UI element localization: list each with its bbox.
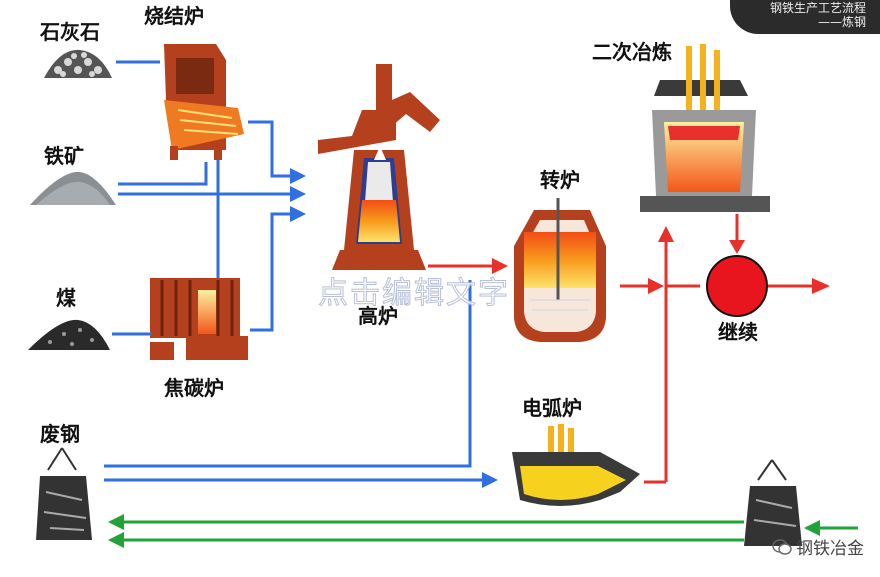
electric-arc-furnace xyxy=(512,424,640,506)
sinter-furnace xyxy=(164,44,244,160)
label-limestone: 石灰石 xyxy=(40,20,100,44)
limestone-pile xyxy=(44,49,112,78)
continuous-casting-node xyxy=(706,255,768,317)
blue-arrowheads xyxy=(290,168,498,488)
label-iron-ore: 铁矿 xyxy=(44,144,84,168)
label-coke-oven: 焦碳炉 xyxy=(164,376,224,400)
red-arrowheads xyxy=(492,226,830,294)
label-secondary-refining: 二次冶炼 xyxy=(592,40,672,64)
brand-mark: 钢铁冶金 xyxy=(772,534,864,559)
coke-oven xyxy=(150,278,248,360)
scrap-bundle-right xyxy=(744,459,802,546)
brand-name: 钢铁冶金 xyxy=(796,539,864,559)
corner-banner-line2: ——炼钢 xyxy=(817,15,866,29)
edit-text-watermark: 点击编辑文字 xyxy=(318,276,510,312)
red-flow-lines xyxy=(428,214,812,484)
blast-furnace xyxy=(318,64,440,270)
corner-banner: 钢铁生产工艺流程 ——炼钢 xyxy=(730,0,880,34)
label-sinter-furnace: 烧结炉 xyxy=(144,4,204,28)
label-coal: 煤 xyxy=(56,286,76,310)
converter xyxy=(514,198,606,342)
scrap-bundle-left xyxy=(36,447,92,540)
corner-banner-line1: 钢铁生产工艺流程 xyxy=(769,1,866,15)
wechat-icon xyxy=(772,538,792,555)
label-continuous-casting: 继续 xyxy=(718,320,758,344)
secondary-refining-ladle xyxy=(640,44,770,212)
label-blast-furnace: 高炉 xyxy=(358,304,398,328)
coal-pile xyxy=(28,319,110,350)
blue-flow-lines xyxy=(104,60,488,482)
green-arrowheads xyxy=(108,514,820,548)
label-electric-arc-furnace: 电弧炉 xyxy=(522,396,582,420)
label-scrap-steel: 废钢 xyxy=(40,422,80,446)
label-converter: 转炉 xyxy=(540,168,580,192)
iron-ore-pile xyxy=(30,171,116,205)
